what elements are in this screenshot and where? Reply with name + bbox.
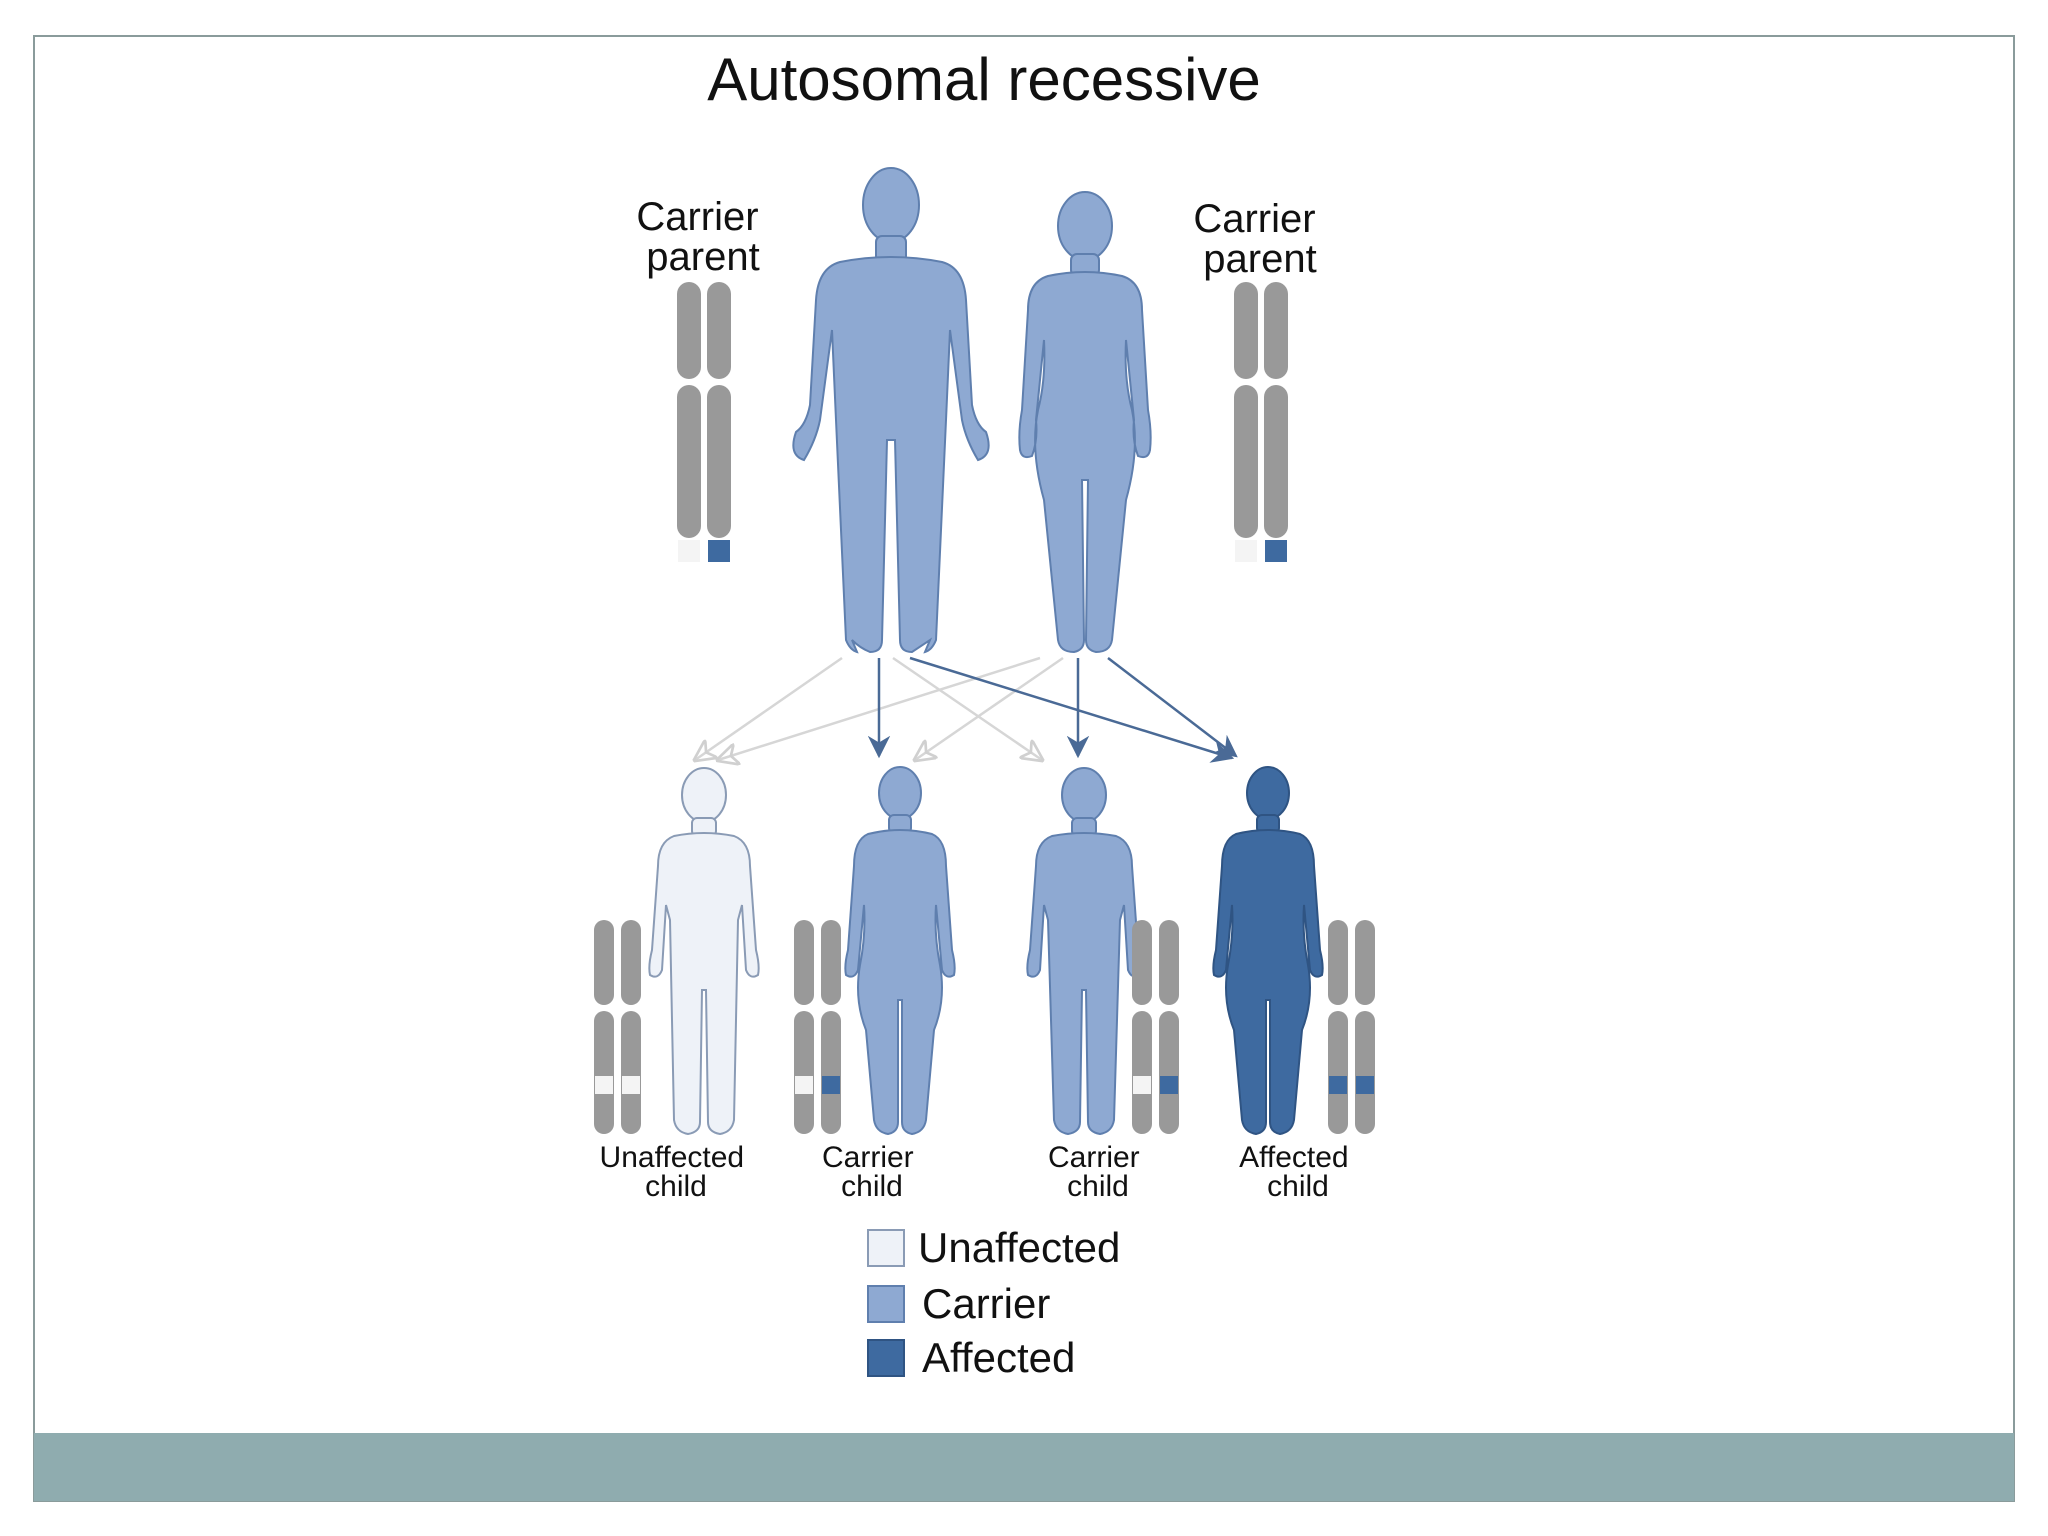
chromosome-left-upper-arm	[794, 920, 814, 1005]
allele-band-left-normal	[795, 1076, 813, 1094]
arrow-mutant-father-to-child4	[909, 656, 1235, 763]
father-figure	[792, 167, 990, 654]
parent-right-label-line2: parent	[1203, 237, 1316, 281]
mother-figure	[1018, 191, 1152, 654]
chromosome-left-upper-arm	[1234, 282, 1258, 379]
chromosome-right-upper-arm	[707, 282, 731, 379]
child-figure-affected	[1212, 766, 1324, 1136]
child-label-affected: Affected child	[1239, 1141, 1357, 1203]
allele-band-right-normal	[622, 1076, 640, 1094]
child-label-unaffected-line1: Unaffected	[600, 1141, 745, 1174]
allele-band-left-mutant	[1329, 1076, 1347, 1094]
arrow-normal-father-to-child1	[695, 656, 843, 760]
allele-band-right-mutant	[822, 1076, 840, 1094]
chromosome-left-upper-arm	[1132, 920, 1152, 1005]
legend: Unaffected Carrier Affected	[867, 1224, 1120, 1381]
chromosome-right-lower-arm	[621, 1011, 641, 1134]
child-label-carrier-1: Carrier child	[822, 1141, 922, 1203]
chromosome-right-upper-arm	[821, 920, 841, 1005]
allele-band-right-mutant	[1265, 540, 1287, 562]
chromosome-left-upper-arm	[1328, 920, 1348, 1005]
legend-swatch-carrier	[867, 1285, 905, 1323]
parent-left-chromosome-pair	[677, 282, 731, 562]
child-carrier-1-chromosome-pair	[794, 920, 841, 1134]
chromosome-left-lower-arm	[1132, 1011, 1152, 1134]
chromosome-right-upper-arm	[1264, 282, 1288, 379]
chromosome-left-lower-arm	[1328, 1011, 1348, 1134]
child-label-affected-line2: child	[1267, 1170, 1329, 1203]
chromosome-left-lower-arm	[677, 385, 701, 538]
legend-label-carrier: Carrier	[922, 1280, 1050, 1327]
legend-label-unaffected: Unaffected	[918, 1224, 1120, 1271]
chromosome-right-lower-arm	[1355, 1011, 1375, 1134]
parent-left-label-line2: parent	[646, 235, 759, 279]
child-carrier-2-chromosome-pair	[1132, 920, 1179, 1134]
chromosome-left-lower-arm	[794, 1011, 814, 1134]
child-label-affected-line1: Affected	[1239, 1141, 1349, 1174]
slide-frame	[33, 35, 2015, 1502]
child-label-carrier-2: Carrier child	[1048, 1141, 1148, 1203]
inheritance-arrows	[695, 656, 1238, 763]
allele-band-left-normal	[678, 540, 700, 562]
arrow-normal-mother-to-child2	[915, 656, 1064, 760]
legend-swatch-unaffected	[867, 1229, 905, 1267]
chromosome-left-upper-arm	[677, 282, 701, 379]
child-label-carrier-1-line2: child	[841, 1170, 903, 1203]
parent-right-label: Carrier parent	[1193, 197, 1326, 281]
child-label-unaffected: Unaffected child	[600, 1141, 753, 1203]
chromosome-right-upper-arm	[1355, 920, 1375, 1005]
chromosome-right-lower-arm	[1264, 385, 1288, 538]
allele-band-left-normal	[1235, 540, 1257, 562]
chromosome-right-lower-arm	[821, 1011, 841, 1134]
arrow-normal-father-to-child3	[892, 656, 1042, 760]
chromosome-right-lower-arm	[1159, 1011, 1179, 1134]
parent-right-label-line1: Carrier	[1193, 197, 1315, 241]
child-figure-carrier-1	[844, 766, 956, 1136]
arrow-mutant-mother-to-child4	[1107, 657, 1238, 758]
chromosome-right-upper-arm	[1159, 920, 1179, 1005]
parent-left-label: Carrier parent	[636, 195, 769, 279]
allele-band-right-mutant	[1160, 1076, 1178, 1094]
child-unaffected-chromosome-pair	[594, 920, 641, 1134]
footer-bar	[34, 1433, 2014, 1501]
child-figure-unaffected	[648, 767, 760, 1136]
parent-right-chromosome-pair	[1234, 282, 1288, 562]
chromosome-left-lower-arm	[1234, 385, 1258, 538]
legend-swatch-affected	[867, 1339, 905, 1377]
child-label-carrier-2-line2: child	[1067, 1170, 1129, 1203]
child-affected-chromosome-pair	[1328, 920, 1375, 1134]
allele-band-left-normal	[1133, 1076, 1151, 1094]
chromosome-left-lower-arm	[594, 1011, 614, 1134]
chromosome-left-upper-arm	[594, 920, 614, 1005]
diagram-title: Autosomal recessive	[707, 46, 1261, 113]
child-label-unaffected-line2: child	[645, 1170, 707, 1203]
child-label-carrier-1-line1: Carrier	[822, 1141, 914, 1174]
legend-label-affected: Affected	[922, 1334, 1075, 1381]
parent-left-label-line1: Carrier	[636, 195, 758, 239]
allele-band-right-mutant	[708, 540, 730, 562]
chromosome-right-lower-arm	[707, 385, 731, 538]
child-figure-carrier-2	[1026, 767, 1142, 1136]
chromosome-right-upper-arm	[621, 920, 641, 1005]
allele-band-right-mutant	[1356, 1076, 1374, 1094]
child-label-carrier-2-line1: Carrier	[1048, 1141, 1140, 1174]
allele-band-left-normal	[595, 1076, 613, 1094]
